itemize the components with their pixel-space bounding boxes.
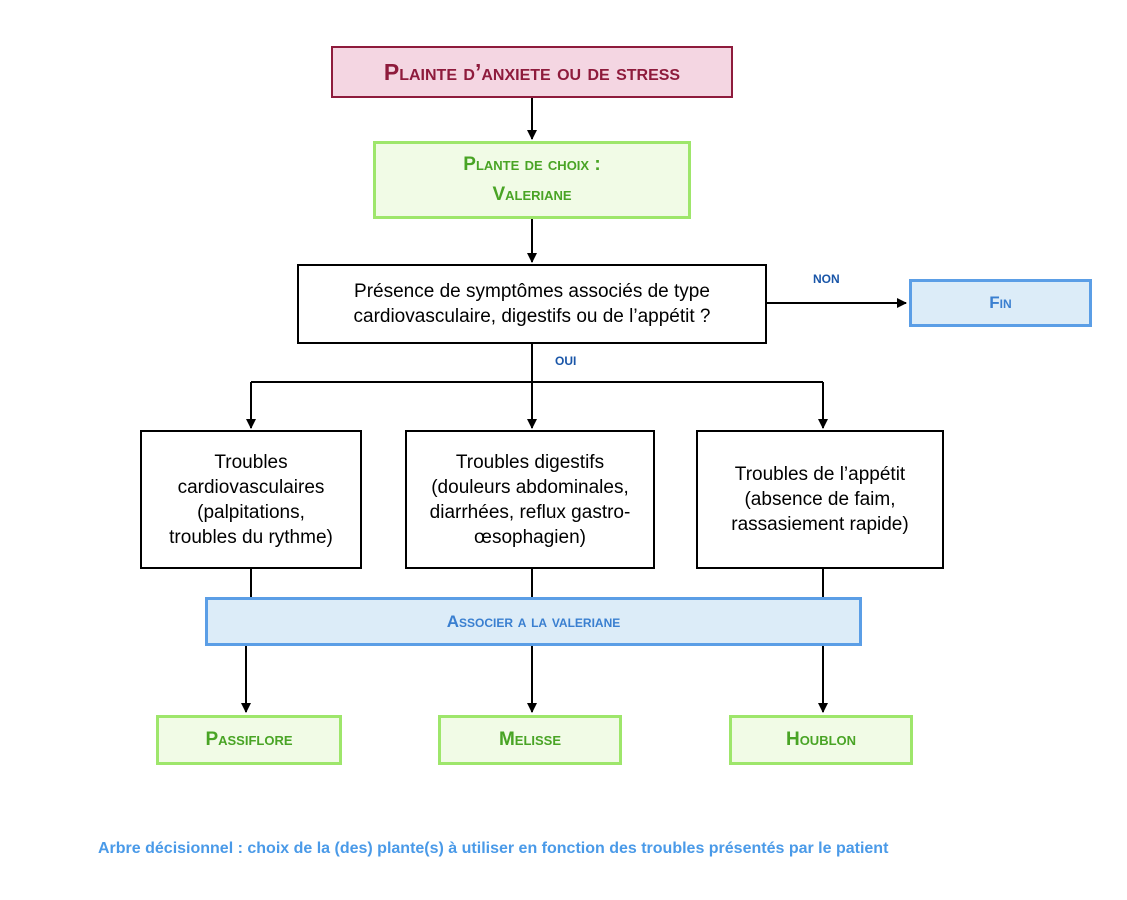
trouble-cardio-line: cardiovasculaires <box>177 476 325 498</box>
start-node: Plainte d’anxiete ou de stress <box>331 46 733 98</box>
trouble-cardio-node: Troubles cardiovasculaires (palpitations… <box>140 430 362 569</box>
end-node-label: Fin <box>989 293 1012 312</box>
start-node-label: Plainte d’anxiete ou de stress <box>383 58 681 85</box>
associate-node-label: Associer a la valeriane <box>446 611 621 631</box>
plant-melisse-node: Melisse <box>438 715 622 765</box>
trouble-cardio-line: troubles du rythme) <box>169 526 333 548</box>
trouble-appetite-line: (absence de faim, <box>744 489 896 510</box>
associate-node: Associer a la valeriane <box>205 597 862 646</box>
plant-houblon-node: Houblon <box>729 715 913 765</box>
end-node: Fin <box>909 279 1092 327</box>
trouble-digestive-line: œsophagien) <box>474 526 586 548</box>
trouble-appetite-line: Troubles de l’appétit <box>734 464 906 485</box>
edge-label-yes: OUI <box>555 354 577 368</box>
trouble-appetite-node: Troubles de l’appétit (absence de faim, … <box>696 430 944 569</box>
question-line1: Présence de symptômes associés de type <box>354 281 710 302</box>
plant-passiflore-label: Passiflore <box>205 729 293 750</box>
trouble-digestive-node: Troubles digestifs (douleurs abdominales… <box>405 430 655 569</box>
trouble-appetite-line: rassasiement rapide) <box>731 514 909 535</box>
trouble-digestive-line: diarrhées, reflux gastro- <box>429 501 631 523</box>
choice-node-line1: Plante de choix : <box>463 154 601 175</box>
question-node: Présence de symptômes associés de type c… <box>297 264 767 344</box>
trouble-cardio-line: Troubles <box>214 451 288 473</box>
question-line2: cardiovasculaire, digestifs ou de l’appé… <box>353 306 711 327</box>
edge-label-no: NON <box>813 272 840 286</box>
plant-houblon-label: Houblon <box>785 729 857 750</box>
trouble-digestive-line: Troubles digestifs <box>455 451 605 473</box>
choice-node: Plante de choix : Valeriane <box>373 141 691 219</box>
choice-node-line2: Valeriane <box>492 184 572 205</box>
trouble-digestive-line: (douleurs abdominales, <box>431 476 629 498</box>
trouble-cardio-line: (palpitations, <box>197 501 305 523</box>
plant-passiflore-node: Passiflore <box>156 715 342 765</box>
figure-caption: Arbre décisionnel : choix de la (des) pl… <box>98 840 889 857</box>
plant-melisse-label: Melisse <box>498 729 562 750</box>
